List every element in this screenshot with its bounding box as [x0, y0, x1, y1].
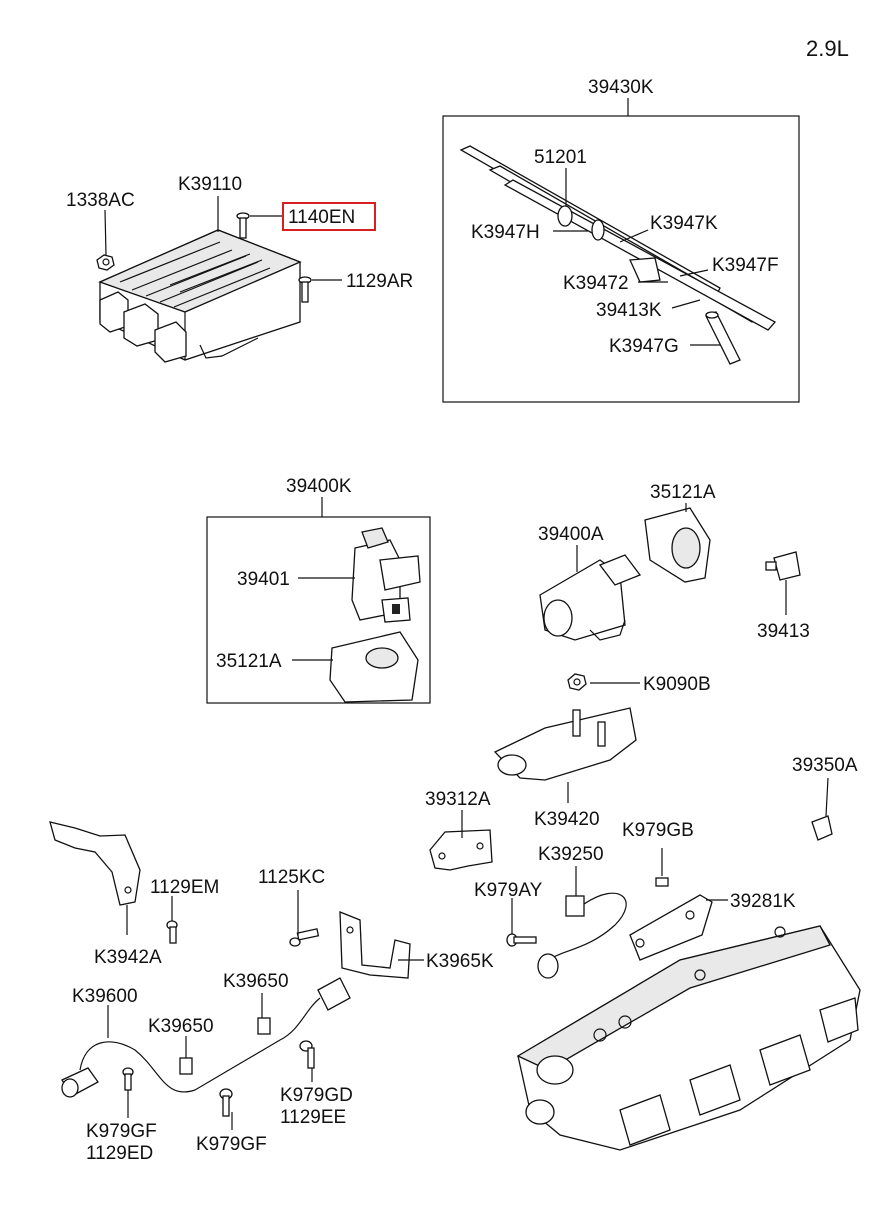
part-label-K39250[interactable]: K39250	[538, 844, 604, 865]
part-label-1129ED[interactable]: 1129ED	[86, 1143, 153, 1164]
part-label-K979AY[interactable]: K979AY	[474, 880, 543, 901]
part-label-K979GB[interactable]: K979GB	[622, 820, 694, 841]
part-label-39400A[interactable]: 39400A	[538, 524, 604, 545]
part-label-1129EM[interactable]: 1129EM	[150, 877, 219, 898]
part-label-K3942A[interactable]: K3942A	[94, 947, 162, 968]
wiring-harness-drawing	[459, 145, 777, 365]
part-label-1140EN[interactable]: 1140EN	[288, 207, 355, 228]
bracket-k39420-drawing	[493, 707, 637, 781]
group-box-39400K	[206, 516, 431, 704]
part-label-39400K[interactable]: 39400K	[286, 476, 352, 497]
bolt-k979ay	[506, 933, 537, 947]
bolt-1129em	[166, 920, 178, 944]
part-label-K39110[interactable]: K39110	[178, 174, 242, 195]
part-label-51201[interactable]: 51201	[534, 147, 587, 168]
bolt-1129ar	[298, 276, 312, 303]
part-label-39413[interactable]: 39413	[757, 621, 810, 642]
bolt-k979gd	[299, 1040, 315, 1069]
bolt-k979gf-left	[122, 1067, 134, 1091]
part-label-K39472[interactable]: K39472	[563, 273, 629, 294]
part-label-39413K[interactable]: 39413K	[596, 300, 662, 321]
part-label-39281K[interactable]: 39281K	[730, 891, 796, 912]
knock-sensor-k39250-drawing	[537, 892, 627, 979]
sensor-39413-drawing	[765, 551, 801, 581]
sensor-harness-k39600-drawing	[61, 977, 351, 1098]
intake-manifold-drawing	[516, 925, 861, 1151]
part-label-39430K[interactable]: 39430K	[588, 77, 654, 98]
part-label-K979GF-left[interactable]: K979GF	[86, 1121, 157, 1142]
bolt-k979gb	[655, 877, 669, 887]
bracket-35121a-box-drawing	[329, 631, 419, 703]
group-box-39430K	[442, 115, 800, 403]
part-label-K39420[interactable]: K39420	[534, 809, 600, 830]
part-label-1338AC[interactable]: 1338AC	[66, 190, 135, 211]
part-label-K979GD[interactable]: K979GD	[280, 1085, 353, 1106]
bolt-k979gf	[219, 1088, 233, 1117]
part-label-K3965K[interactable]: K3965K	[426, 951, 494, 972]
ecu-module-drawing	[98, 229, 302, 363]
part-label-35121A-box[interactable]: 35121A	[216, 651, 282, 672]
part-label-1129EE[interactable]: 1129EE	[280, 1107, 346, 1128]
part-label-35121A[interactable]: 35121A	[650, 482, 716, 503]
part-label-K9090B[interactable]: K9090B	[643, 674, 711, 695]
part-label-K39650-top[interactable]: K39650	[223, 971, 289, 992]
part-label-K39650[interactable]: K39650	[148, 1016, 214, 1037]
sensor-39350a-drawing	[811, 815, 833, 841]
engine-variant-label: 2.9L	[806, 36, 849, 61]
bolt-1140en	[236, 212, 250, 239]
highlight-box-1140EN	[282, 202, 376, 231]
solenoid-39400a-drawing	[539, 554, 642, 641]
nut-k9090b	[567, 673, 587, 691]
part-label-K3947F[interactable]: K3947F	[712, 255, 779, 276]
bracket-35121a-drawing	[644, 507, 711, 583]
part-label-39350A[interactable]: 39350A	[792, 755, 858, 776]
part-label-39401[interactable]: 39401	[237, 569, 290, 590]
part-label-K979GF[interactable]: K979GF	[196, 1134, 267, 1155]
part-label-1129AR[interactable]: 1129AR	[346, 271, 413, 292]
part-label-39312A[interactable]: 39312A	[425, 789, 491, 810]
bracket-39312a-drawing	[429, 829, 493, 871]
part-label-K3947K[interactable]: K3947K	[650, 213, 718, 234]
bracket-k3965k-drawing	[339, 911, 411, 979]
bracket-k3942a-drawing	[49, 821, 141, 906]
nut-1338ac	[96, 254, 115, 271]
bolt-1125kc	[289, 928, 320, 947]
solenoid-valve-drawing	[351, 527, 421, 623]
part-label-K3947H[interactable]: K3947H	[471, 222, 540, 243]
part-label-1125KC[interactable]: 1125KC	[258, 867, 325, 888]
bracket-39281k-drawing	[629, 894, 713, 961]
part-label-K39600[interactable]: K39600	[72, 986, 138, 1007]
part-label-K3947G[interactable]: K3947G	[609, 336, 679, 357]
